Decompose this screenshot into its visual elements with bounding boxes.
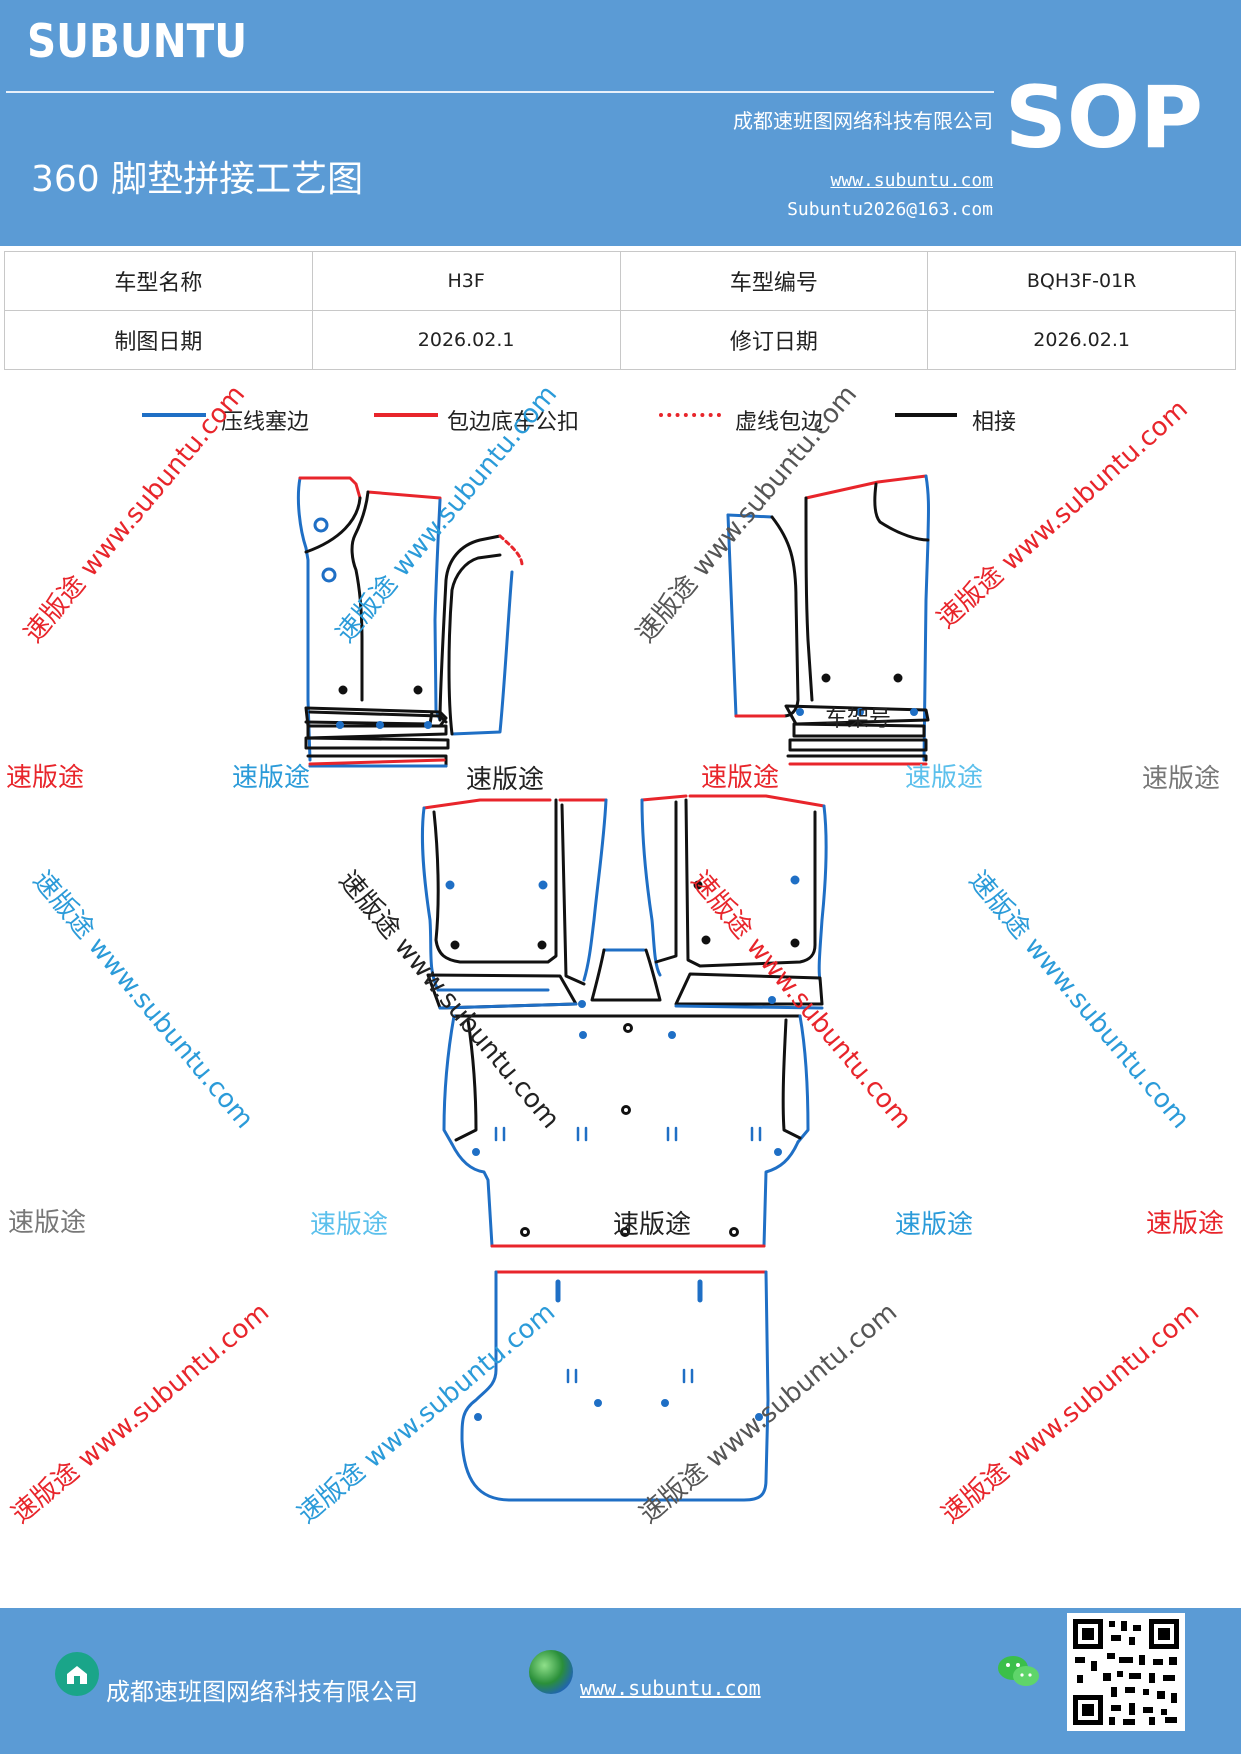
table-row: 制图日期 2026.02.1 修订日期 2026.02.1: [4, 310, 1236, 370]
watermark: 速版途: [466, 765, 545, 795]
watermark: 速版途: [6, 763, 85, 793]
revise-date-value: 2026.02.1: [927, 310, 1236, 370]
sop-label: SOP: [1004, 68, 1203, 168]
watermark: 速版途: [8, 1208, 87, 1238]
watermark: 速版途: [701, 763, 780, 793]
email-address[interactable]: Subuntu2026@163.com: [787, 199, 993, 220]
table-row: 车型名称 H3F 车型编号 BQH3F-01R: [4, 251, 1236, 311]
footer-website[interactable]: www.subuntu.com: [580, 1676, 761, 1700]
qr-code: [1067, 1613, 1185, 1731]
legend-label-join: 相接: [972, 410, 1017, 435]
model-code-label: 车型编号: [619, 251, 929, 311]
watermark: 速版途: [895, 1210, 974, 1240]
legend-label-press: 压线塞边: [221, 410, 310, 435]
model-code-value: BQH3F-01R: [927, 251, 1236, 311]
company-icon: [55, 1652, 99, 1696]
page-title: 360 脚垫拼接工艺图: [31, 159, 364, 200]
middle-mats: [420, 794, 828, 1010]
vehicle-info-table: 车型名称 H3F 车型编号 BQH3F-01R 制图日期 2026.02.1 修…: [4, 251, 1236, 370]
watermark: 速版途: [1142, 764, 1221, 794]
watermark: 速版途: [310, 1210, 389, 1240]
brand-logo: SUBUNTU: [27, 14, 248, 68]
model-name-value: H3F: [311, 251, 621, 311]
company-name: 成都速班图网络科技有限公司: [733, 109, 993, 133]
revise-date-label: 修订日期: [619, 310, 929, 370]
model-name-label: 车型名称: [4, 251, 313, 311]
watermark: 速版途: [905, 763, 984, 793]
website-link[interactable]: www.subuntu.com: [830, 170, 993, 191]
legend-label-wrap: 包边底车公扣: [447, 410, 580, 435]
second-row-mat: [442, 1014, 810, 1248]
legend-swatch-join: [895, 413, 957, 417]
legend-swatch-press: [142, 413, 206, 417]
front-right-mat: [726, 474, 930, 766]
legend-swatch-wrap: [374, 413, 438, 417]
front-left-mat: [296, 476, 524, 768]
draw-date-label: 制图日期: [4, 310, 313, 370]
watermark: 速版途: [1146, 1209, 1225, 1239]
header-divider: [6, 91, 994, 93]
draw-date-value: 2026.02.1: [311, 310, 621, 370]
wechat-icon: [996, 1652, 1042, 1692]
frame-number-label: 车架号: [825, 707, 891, 732]
legend-swatch-dotted: [659, 413, 721, 417]
header-banner: SUBUNTU 成都速班图网络科技有限公司 360 脚垫拼接工艺图 www.su…: [0, 0, 1241, 246]
globe-icon: [529, 1650, 573, 1694]
trunk-mat: [460, 1270, 770, 1502]
watermark: 速版途: [613, 1210, 692, 1240]
legend-label-dotted: 虚线包边: [735, 410, 824, 435]
footer-company: 成都速班图网络科技有限公司: [106, 1678, 418, 1706]
watermark: 速版途: [232, 763, 311, 793]
